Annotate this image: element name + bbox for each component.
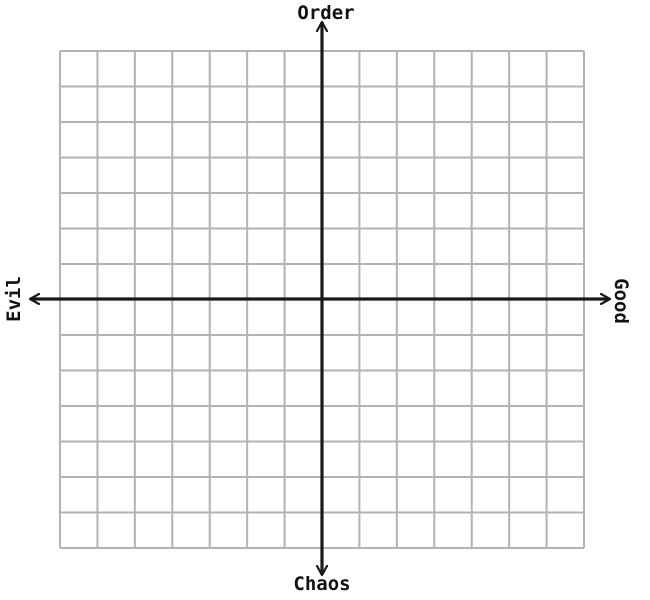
order-label: Order <box>297 2 354 24</box>
evil-label: Evil <box>3 276 25 322</box>
good-label: Good <box>610 278 632 324</box>
chaos-label: Chaos <box>293 573 350 595</box>
